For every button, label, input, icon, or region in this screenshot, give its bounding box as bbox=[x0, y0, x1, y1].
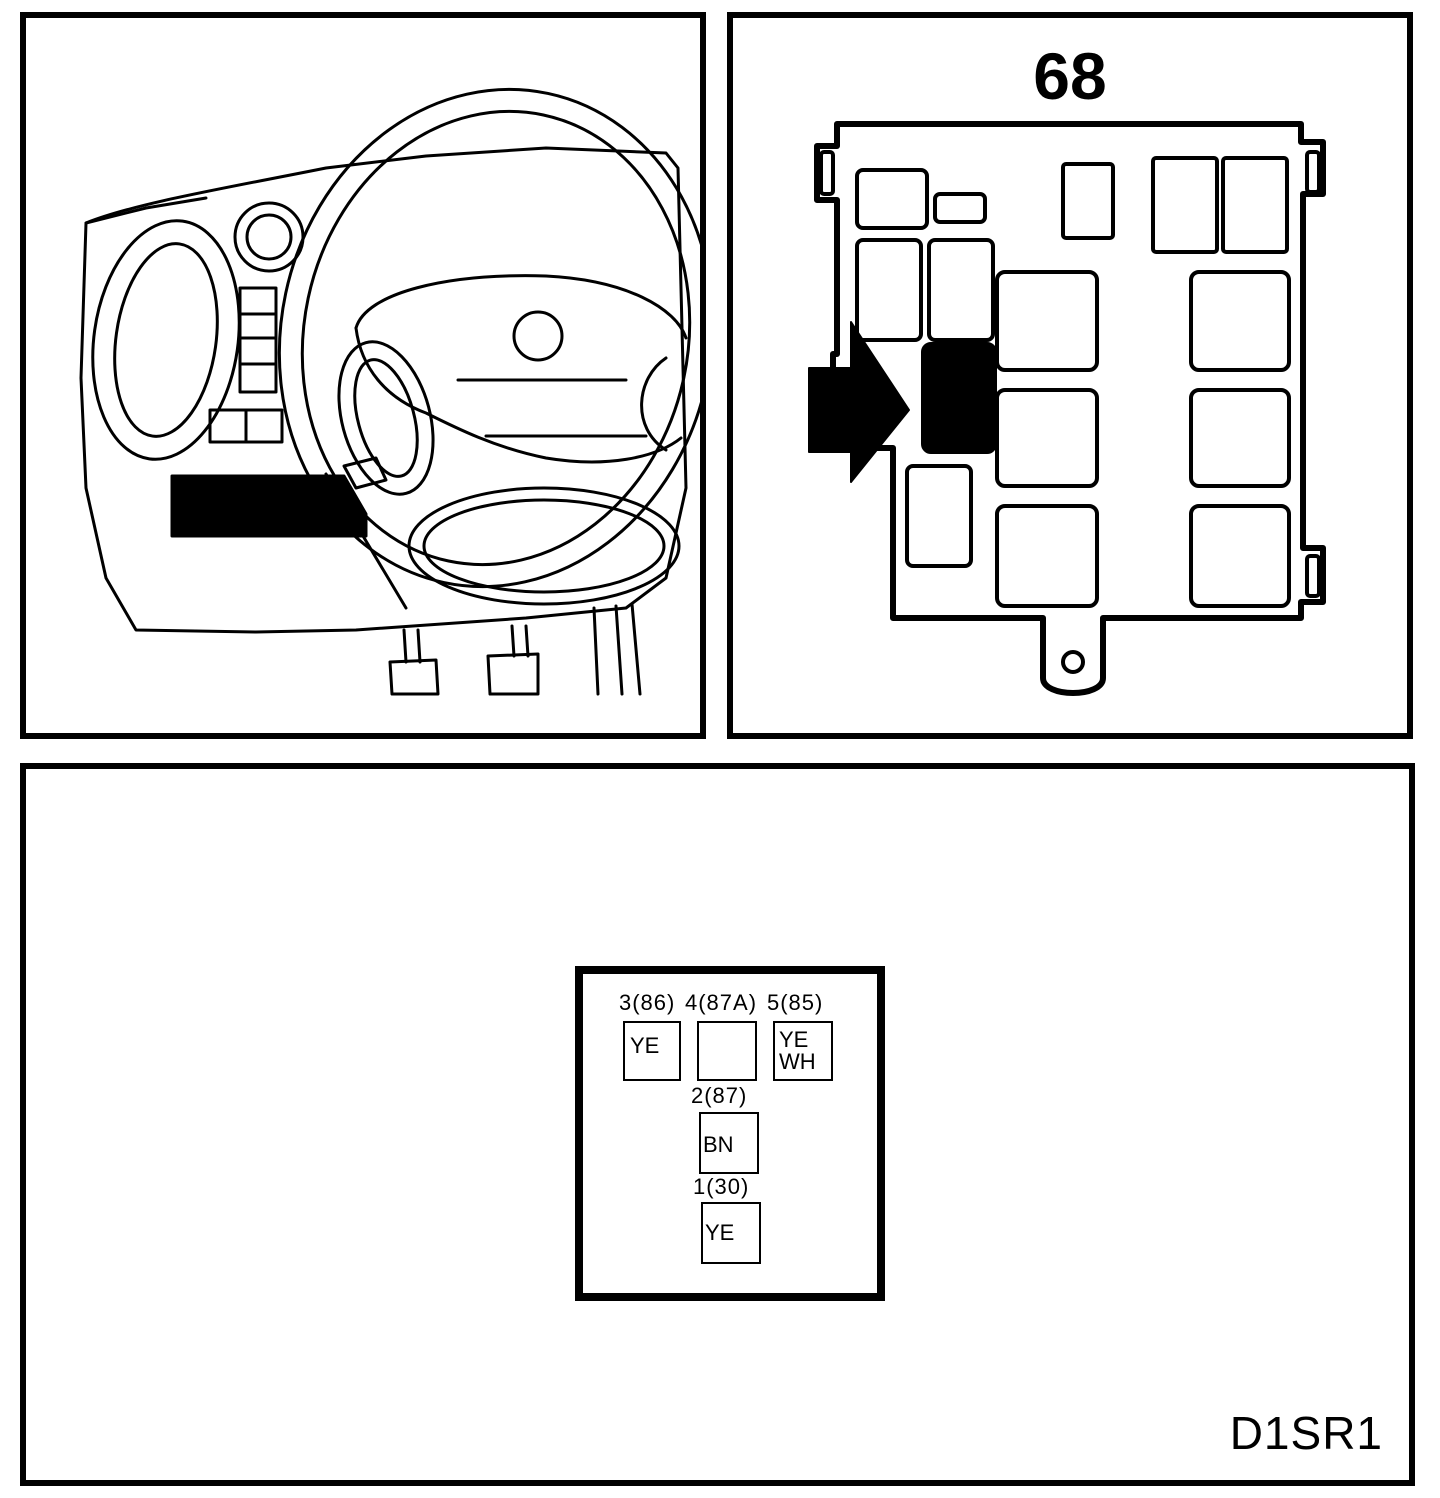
relay-slot bbox=[995, 270, 1099, 372]
relay-slot bbox=[995, 504, 1099, 608]
dashboard-outline bbox=[79, 146, 688, 634]
relay-slot bbox=[927, 238, 995, 342]
mount-hole bbox=[1061, 650, 1085, 674]
fusebox-illustration bbox=[808, 121, 1326, 696]
connector-panel: 3(86) 4(87A) 5(85) YE YE WH 2(87) BN 1(3… bbox=[20, 763, 1415, 1486]
left-gauge bbox=[113, 242, 219, 438]
pin-label: 5(85) bbox=[767, 990, 824, 1015]
relay-connector: 3(86) 4(87A) 5(85) YE YE WH 2(87) BN 1(3… bbox=[575, 966, 885, 1301]
highlighted-location bbox=[170, 474, 368, 538]
pin-terminal: YE bbox=[623, 1021, 681, 1081]
steering-wheel-rim bbox=[277, 87, 700, 589]
pin-terminal: YE bbox=[701, 1202, 761, 1264]
pin-label: 4(87A) bbox=[685, 990, 758, 1015]
fusebox-number: 68 bbox=[1033, 39, 1107, 113]
fuse-slot bbox=[933, 192, 987, 224]
relay-slot bbox=[905, 464, 973, 568]
relay-slot bbox=[1189, 504, 1291, 608]
relay-slot bbox=[1151, 156, 1219, 254]
steering-column-cover bbox=[422, 498, 666, 594]
relay-slot bbox=[1221, 156, 1289, 254]
pin-label: 1(30) bbox=[693, 1174, 750, 1199]
highlighted-relay bbox=[921, 342, 997, 454]
dashboard-location-panel bbox=[20, 12, 706, 739]
fusebox-panel: 68 bbox=[727, 12, 1413, 739]
fusebox-outline bbox=[814, 121, 1326, 696]
location-arrow bbox=[808, 321, 910, 483]
pin-terminal: BN bbox=[699, 1112, 759, 1174]
dashboard-illustration bbox=[79, 87, 700, 696]
dash-knob bbox=[245, 213, 293, 261]
pedal-left bbox=[388, 658, 440, 696]
fuse-slot bbox=[1061, 162, 1115, 240]
pin-label: 3(86) bbox=[619, 990, 676, 1015]
diagram-code: D1SR1 bbox=[1229, 1407, 1383, 1459]
relay-slot bbox=[1189, 388, 1291, 488]
steering-wheel-hub bbox=[354, 274, 688, 340]
pin-terminal bbox=[697, 1021, 757, 1081]
pedal-right bbox=[486, 652, 540, 696]
switch-panel bbox=[238, 286, 278, 394]
relay-slot bbox=[855, 168, 929, 230]
relay-slot bbox=[1189, 270, 1291, 372]
relay-slot bbox=[855, 238, 923, 342]
pin-label: 2(87) bbox=[691, 1083, 748, 1108]
relay-slot bbox=[995, 388, 1099, 488]
horn-emblem bbox=[512, 310, 564, 362]
pin-terminal: YE WH bbox=[773, 1021, 833, 1081]
